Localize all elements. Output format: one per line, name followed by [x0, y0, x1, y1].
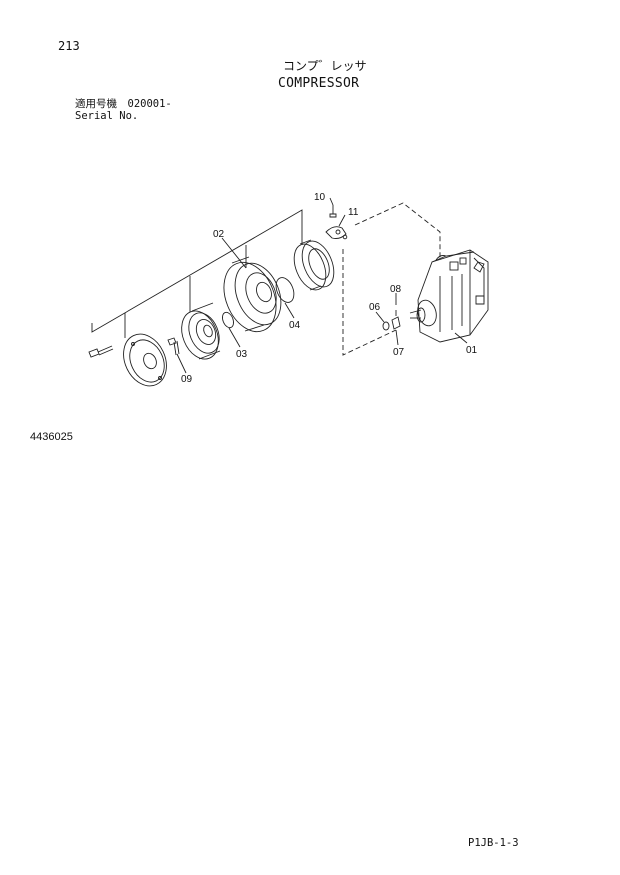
- snap-ring-part-03: [222, 311, 234, 329]
- callout-10: 10: [314, 192, 326, 203]
- dashed-guide-lines: [342, 202, 441, 356]
- front-plate: [123, 333, 167, 387]
- callout-leaders: [176, 197, 468, 374]
- serial-label-japanese: 適用号機 020001-: [75, 98, 172, 110]
- compressor-body-part-01: [409, 249, 489, 343]
- callout-08: 08: [390, 284, 402, 295]
- callout-11: 11: [348, 207, 359, 218]
- screw-and-clamp-parts-10-11: [325, 205, 348, 240]
- callout-04: 04: [289, 320, 301, 331]
- callout-01: 01: [466, 345, 478, 356]
- callout-09: 09: [181, 374, 193, 385]
- serial-label-english: Serial No.: [75, 110, 139, 122]
- ring-part-04: [275, 277, 295, 303]
- callout-labels: 02 10 11 04 03 09 08 06 07 01: [181, 192, 478, 385]
- callout-02: 02: [213, 229, 225, 240]
- clutch-hub: [181, 302, 221, 360]
- page-code: P1JB-1-3: [468, 837, 519, 849]
- title-english: COMPRESSOR: [278, 76, 360, 91]
- field-coil: [293, 239, 335, 291]
- reference-number: 4436025: [30, 431, 73, 443]
- callout-03: 03: [236, 349, 248, 360]
- bolt-part-09: [88, 337, 180, 358]
- page-number: 213: [58, 39, 80, 53]
- fittings-parts-06-07-08: [382, 310, 401, 331]
- callout-07: 07: [393, 347, 405, 358]
- clutch-pulley-part-02: [223, 256, 282, 333]
- callout-06: 06: [369, 302, 381, 313]
- title-japanese: コンプ゛レッサ: [283, 59, 367, 73]
